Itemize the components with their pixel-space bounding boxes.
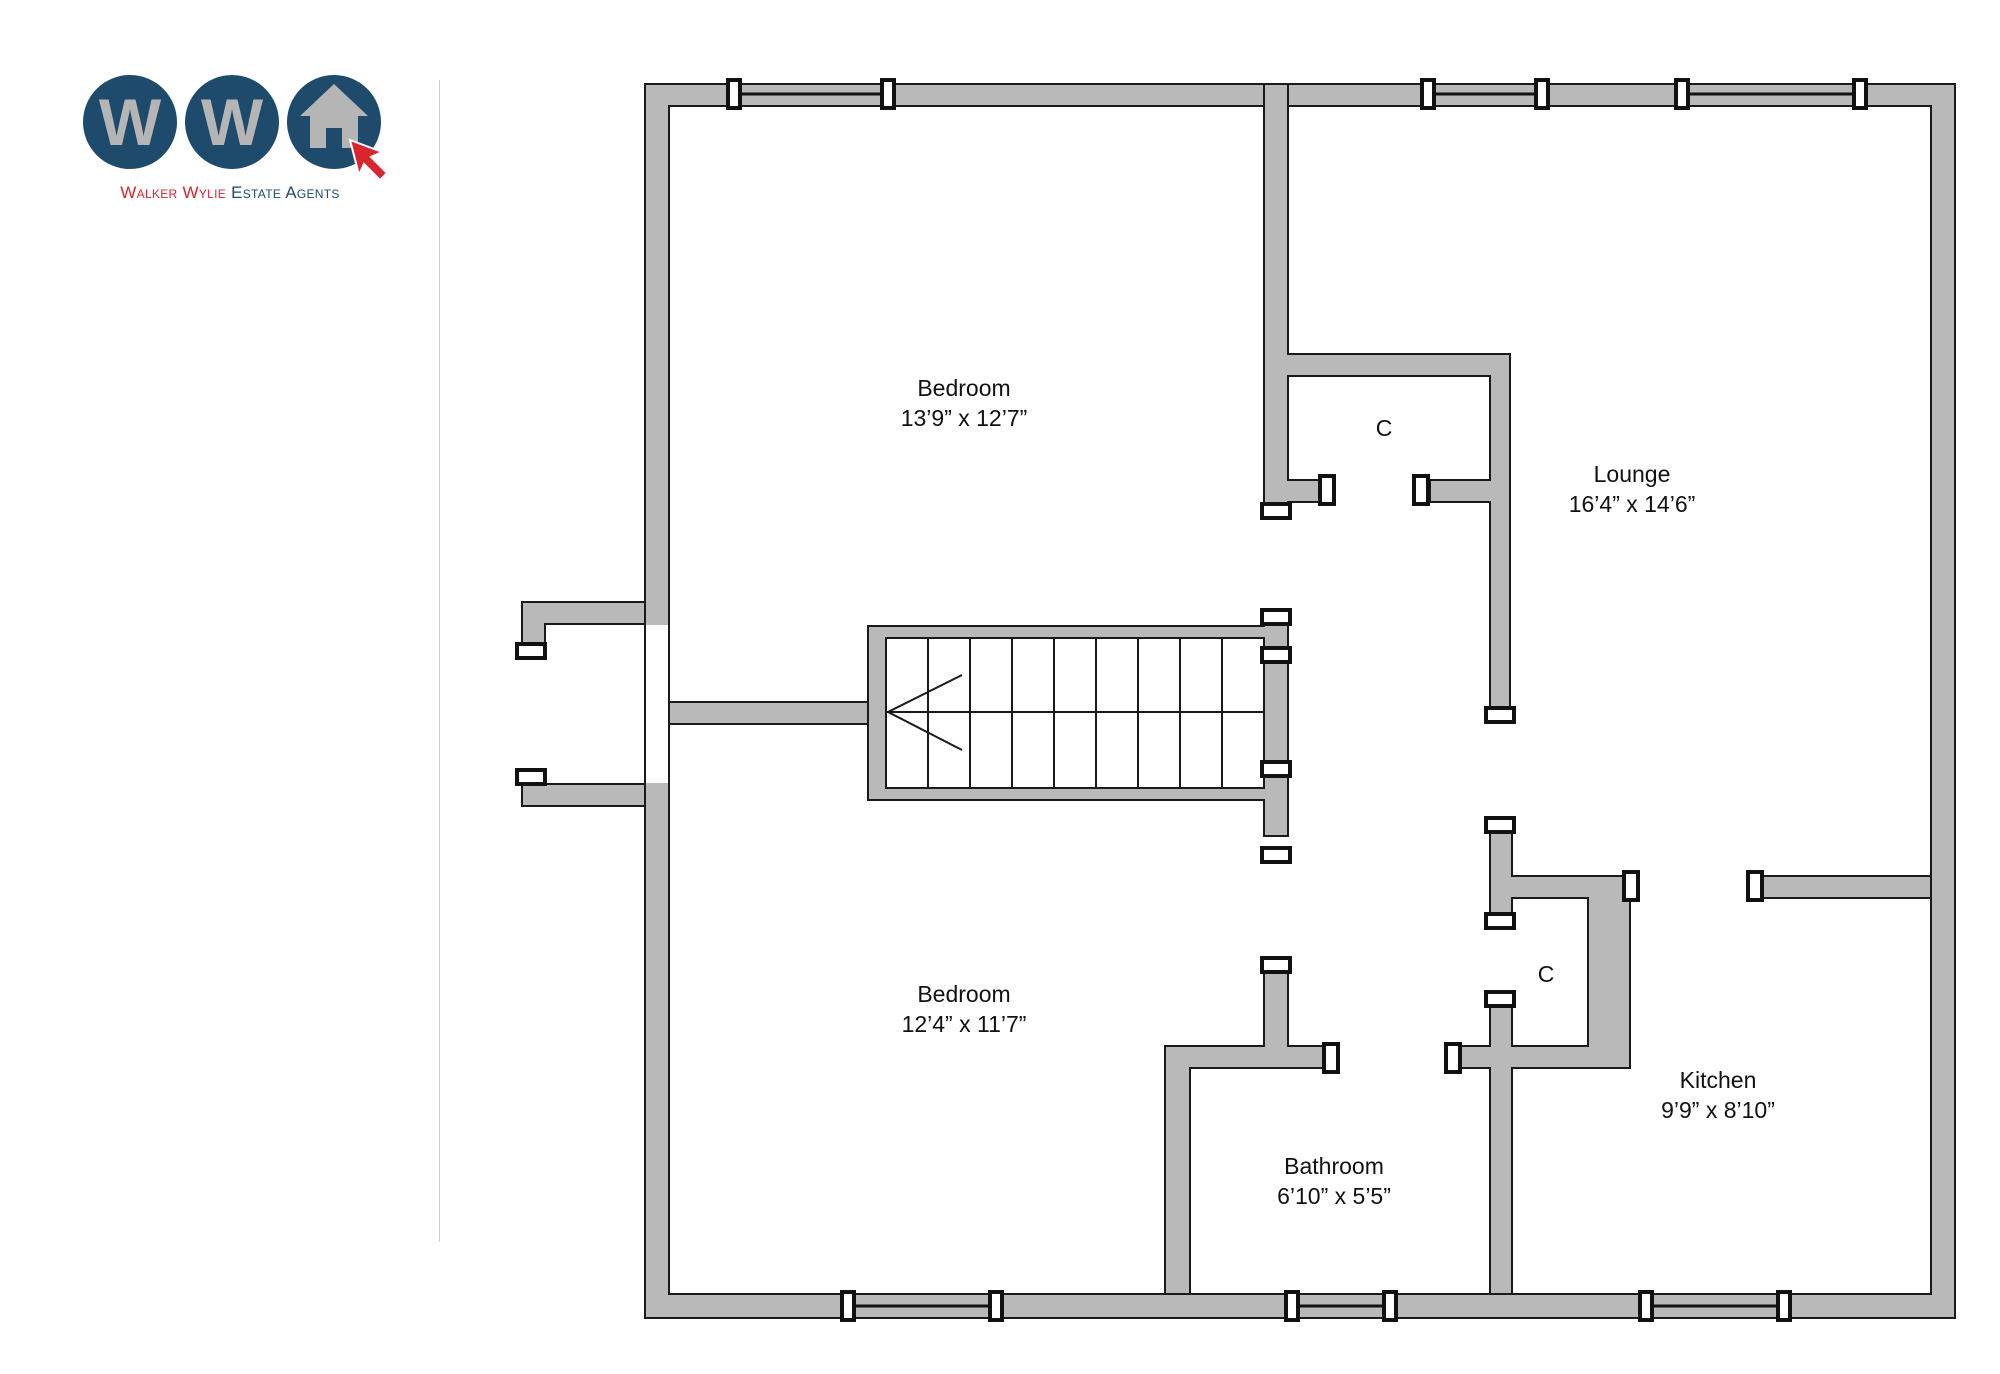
room-size-bathroom: 6’10” x 5’5” xyxy=(1277,1183,1391,1209)
stair-arrow xyxy=(887,674,963,713)
room-size-kitchen: 9’9” x 8’10” xyxy=(1661,1097,1775,1123)
logo-circle-1 xyxy=(83,75,177,169)
logo-name-part-1: Walker Wylie xyxy=(120,183,226,202)
staircase xyxy=(886,638,1264,788)
room-name-kitchen: Kitchen xyxy=(1680,1067,1757,1093)
room-name-bedroom-1: Bedroom xyxy=(917,375,1010,401)
room-name-lounge: Lounge xyxy=(1594,461,1671,487)
logo-name-part-2: Estate Agents xyxy=(226,183,340,202)
house-icon xyxy=(300,84,368,148)
room-name-cupboard-2: C xyxy=(1538,961,1555,987)
room-name-cupboard-1: C xyxy=(1376,415,1393,441)
logo-letter-1: W xyxy=(99,85,162,159)
room-labels: Bedroom 13’9” x 12’7” C Lounge 16’4” x 1… xyxy=(901,375,1775,1209)
logo-circle-2 xyxy=(185,75,279,169)
cursor-arrow-icon xyxy=(348,138,389,182)
logo-letter-2: W xyxy=(201,85,264,159)
room-size-bedroom-1: 13’9” x 12’7” xyxy=(901,405,1028,431)
room-size-bedroom-2: 12’4” x 11’7” xyxy=(902,1011,1027,1037)
room-name-bedroom-2: Bedroom xyxy=(917,981,1010,1007)
room-size-lounge: 16’4” x 14’6” xyxy=(1569,491,1696,517)
company-logo: W W Walker Wylie Estate Agents xyxy=(83,75,389,202)
logo-name: Walker Wylie Estate Agents xyxy=(120,183,339,202)
interior-walls xyxy=(668,83,1932,1295)
vertical-divider xyxy=(439,80,440,1242)
door-jambs xyxy=(515,474,1764,1074)
room-name-bathroom: Bathroom xyxy=(1284,1153,1384,1179)
windows xyxy=(726,78,1868,1322)
